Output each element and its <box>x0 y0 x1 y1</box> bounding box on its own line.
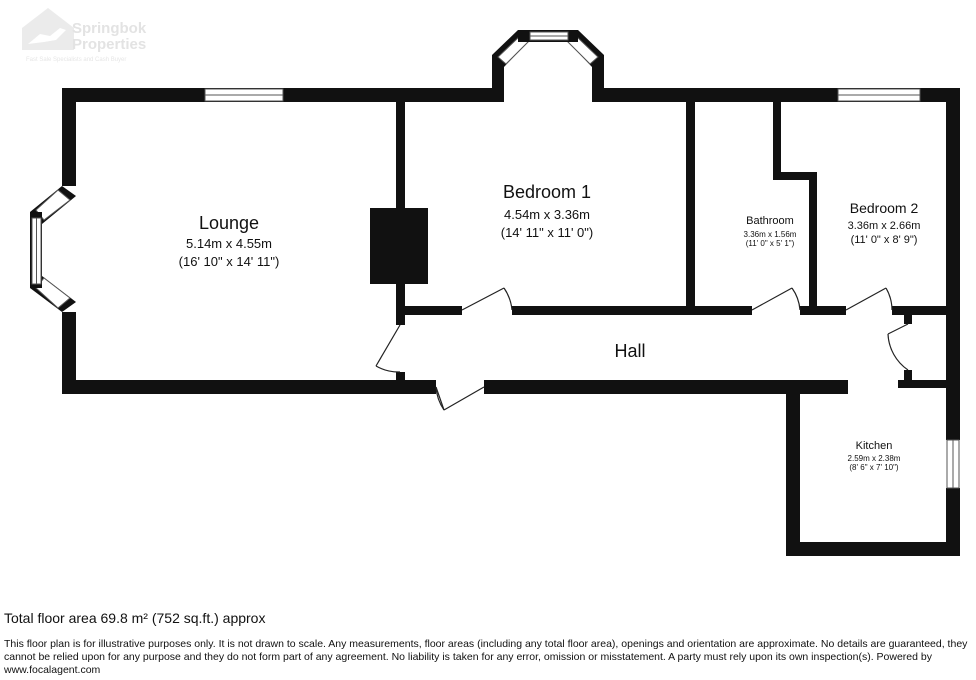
logo-name-line1: Springbok <box>72 20 147 37</box>
bathroom-bedroom2-divider <box>809 172 817 312</box>
hall-top-wall-a <box>396 306 462 315</box>
bathroom-dimensions-imperial: (11' 0" x 5' 1") <box>746 239 795 248</box>
kitchen-label: Kitchen <box>856 440 893 452</box>
lounge-left-wall-lower <box>62 312 76 394</box>
right-outer-wall-upper <box>946 88 960 320</box>
bedroom2-dimensions-metric: 3.36m x 2.66m <box>848 220 921 232</box>
bathroom-dimensions-metric: 3.36m x 1.56m <box>744 230 797 239</box>
bedroom2-label: Bedroom 2 <box>850 200 919 216</box>
bedroom1-door <box>461 287 513 311</box>
hall-top-wall-c <box>800 306 846 315</box>
total-floor-area: Total floor area 69.8 m² (752 sq.ft.) ap… <box>4 610 266 626</box>
logo-tagline: Fast Sale Specialists and Cash Buyer <box>26 57 126 63</box>
lounge-top-window <box>204 88 284 102</box>
hall-top-wall-b <box>512 306 752 315</box>
logo-springbok-icon <box>28 28 66 44</box>
lounge-door-jamb <box>396 372 405 382</box>
room-labels: Lounge 5.14m x 4.55m (16' 10" x 14' 11")… <box>179 182 921 472</box>
bedroom1-bathroom-divider <box>686 102 695 308</box>
bedroom1-bay-window <box>492 30 604 67</box>
logo-name-line2: Properties <box>72 36 146 53</box>
kitchen-right-wall-upper <box>946 380 960 440</box>
bay-left-wall <box>492 55 504 102</box>
lounge-bottom-wall <box>62 380 436 394</box>
kitchen-dimensions-metric: 2.59m x 2.38m <box>848 454 901 463</box>
lounge-door <box>375 324 401 373</box>
kitchen-top-wall-right <box>898 380 960 388</box>
walls <box>62 55 960 556</box>
hall-label: Hall <box>614 341 645 361</box>
bathroom-step-upper <box>773 102 781 180</box>
disclaimer-text: This floor plan is for illustrative purp… <box>4 638 968 676</box>
kitchen-bottom-wall <box>786 542 960 556</box>
kitchen-dimensions-imperial: (8' 6" x 7' 10") <box>849 463 899 472</box>
bathroom-step-horizontal <box>773 172 817 180</box>
bedroom1-label: Bedroom 1 <box>503 182 591 202</box>
cupboard-jamb-top <box>904 312 912 324</box>
kitchen-side-window <box>946 439 960 489</box>
doors <box>375 287 909 411</box>
chimney-breast <box>370 208 428 284</box>
bedroom2-dimensions-imperial: (11' 0" x 8' 9") <box>851 234 918 246</box>
bathroom-label: Bathroom <box>746 215 794 227</box>
front-door <box>435 386 485 411</box>
lounge-left-wall-upper <box>62 88 76 186</box>
hall-top-wall-d <box>892 306 960 315</box>
lounge-bay-window <box>30 186 76 312</box>
cupboard-door <box>887 323 909 371</box>
kitchen-right-wall-lower <box>946 488 960 556</box>
floor-plan: Springbok Properties Fast Sale Specialis… <box>22 8 960 556</box>
lounge-label: Lounge <box>199 213 259 233</box>
lounge-dimensions-metric: 5.14m x 4.55m <box>186 236 272 251</box>
bathroom-door <box>751 287 801 311</box>
cupboard-jamb-bottom <box>904 370 912 384</box>
bedroom1-dimensions-metric: 4.54m x 3.36m <box>504 207 590 222</box>
kitchen-left-wall <box>786 388 800 556</box>
bedroom2-top-window <box>837 88 921 102</box>
bedroom2-door <box>845 287 893 311</box>
springbok-logo: Springbok Properties Fast Sale Specialis… <box>22 8 147 63</box>
bedroom1-dimensions-imperial: (14' 11" x 11' 0") <box>501 225 593 240</box>
hall-bottom-wall <box>484 380 848 394</box>
windows <box>30 30 960 489</box>
cupboard-right-wall <box>946 306 960 390</box>
lounge-dimensions-imperial: (16' 10" x 14' 11") <box>179 254 280 269</box>
